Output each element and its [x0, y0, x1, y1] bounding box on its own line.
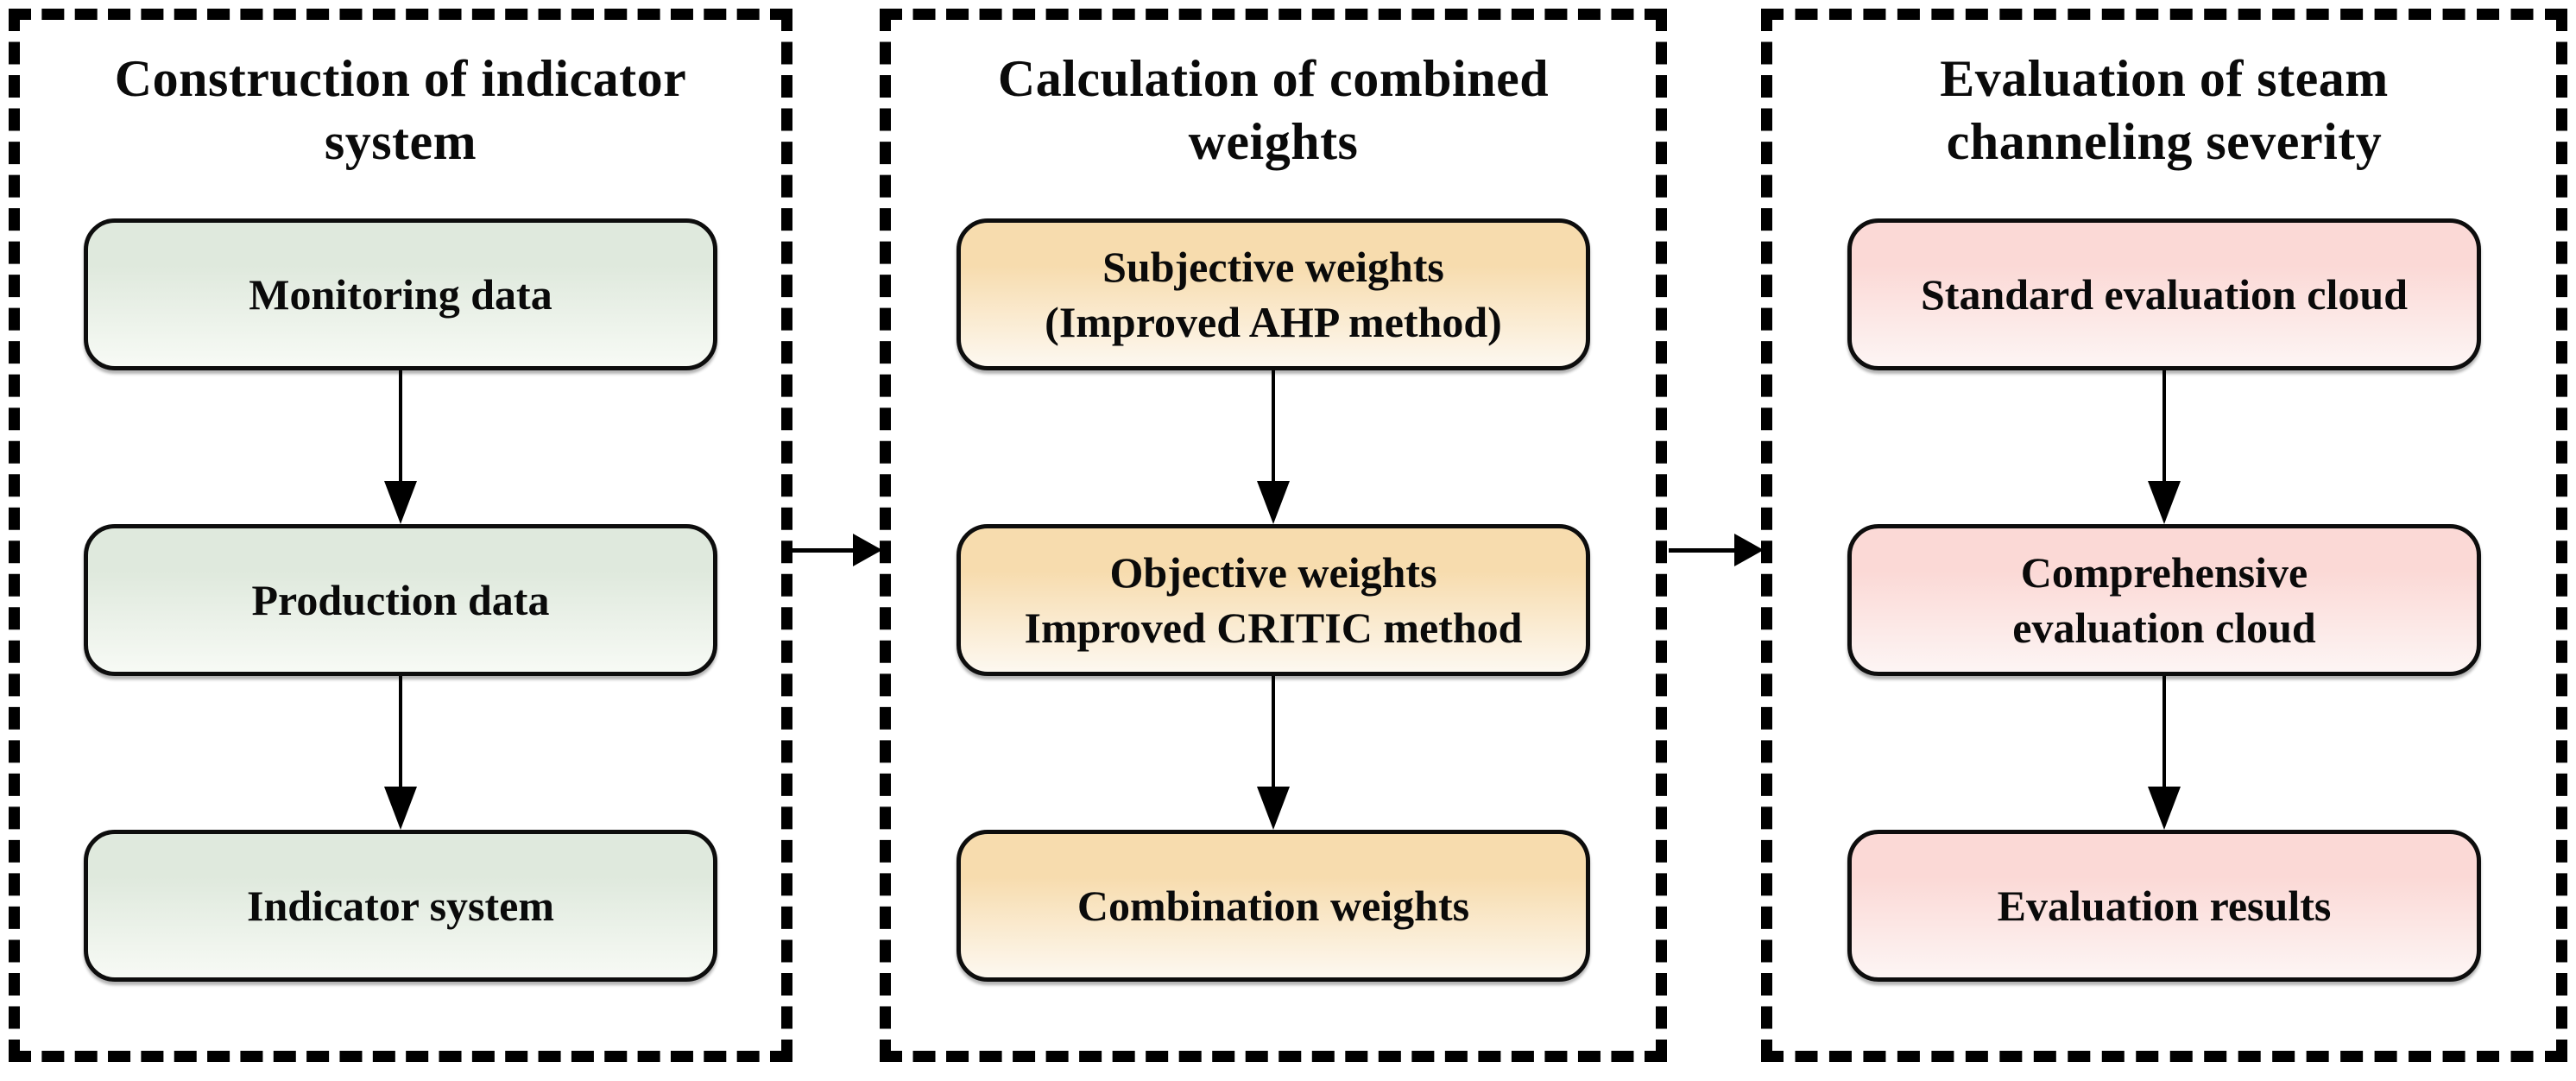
arrow-head-icon — [853, 534, 882, 566]
panel-title: Evaluation of steam channeling severity — [1781, 47, 2548, 174]
flow-node-combination-weights: Combination weights — [957, 830, 1590, 983]
flow-node-label: Combination weights — [1076, 882, 1470, 931]
flow-node-label: evaluation cloud — [2012, 604, 2316, 653]
arrow-head-icon — [2148, 787, 2181, 831]
arrow-shaft — [2162, 676, 2166, 791]
arrow-head-icon — [1257, 481, 1290, 525]
down-arrow — [382, 676, 420, 831]
panel-title-line: channeling severity — [1946, 113, 2383, 171]
down-arrow — [2145, 370, 2183, 525]
arrow-shaft — [791, 548, 856, 553]
arrow-head-icon — [384, 481, 417, 525]
panel-title-line: system — [324, 113, 477, 171]
down-arrow — [1254, 370, 1292, 525]
flow-node-label: Production data — [251, 576, 550, 625]
flow-column: Subjective weights (Improved AHP method)… — [891, 218, 1656, 983]
flow-node-label: (Improved AHP method) — [1045, 298, 1502, 347]
down-arrow — [1254, 676, 1292, 831]
panel-title-line: Evaluation of steam — [1940, 50, 2389, 107]
arrow-shaft — [1272, 370, 1275, 485]
flow-node-label: Indicator system — [246, 882, 554, 931]
flow-node-standard-evaluation-cloud: Standard evaluation cloud — [1847, 218, 2481, 371]
arrow-shaft — [1272, 676, 1275, 791]
flow-node-label: Improved CRITIC method — [1024, 604, 1523, 653]
panel-title: Calculation of combined weights — [900, 47, 1647, 174]
flow-node-subjective-weights: Subjective weights (Improved AHP method) — [957, 218, 1590, 371]
arrow-shaft — [399, 370, 402, 485]
arrow-head-icon — [1257, 787, 1290, 831]
panel-title-line: weights — [1188, 113, 1359, 171]
flow-node-comprehensive-evaluation-cloud: Comprehensive evaluation cloud — [1847, 524, 2481, 677]
panel-title: Construction of indicator system — [28, 47, 773, 174]
panel-connector-arrow-1 — [791, 529, 882, 571]
arrow-head-icon — [1734, 534, 1764, 566]
arrow-head-icon — [2148, 481, 2181, 525]
flow-node-indicator-system: Indicator system — [84, 830, 717, 983]
down-arrow — [2145, 676, 2183, 831]
flow-node-label: Objective weights — [1109, 548, 1437, 597]
flow-node-production-data: Production data — [84, 524, 717, 677]
flow-node-label: Monitoring data — [249, 270, 552, 319]
flow-node-label: Standard evaluation cloud — [1920, 270, 2408, 319]
panel-evaluation-of-steam-channeling-severity: Evaluation of steam channeling severity … — [1761, 9, 2567, 1062]
panel-title-line: Calculation of combined — [997, 50, 1550, 107]
flow-node-monitoring-data: Monitoring data — [84, 218, 717, 371]
flow-node-objective-weights: Objective weights Improved CRITIC method — [957, 524, 1590, 677]
panel-title-line: Construction of indicator — [114, 50, 687, 107]
panel-calculation-of-combined-weights: Calculation of combined weights Subjecti… — [880, 9, 1667, 1062]
flow-node-label: Evaluation results — [1997, 882, 2332, 931]
flow-node-label: Subjective weights — [1102, 243, 1444, 292]
panel-construction-of-indicator-system: Construction of indicator system Monitor… — [9, 9, 792, 1062]
down-arrow — [382, 370, 420, 525]
arrow-shaft — [2162, 370, 2166, 485]
arrow-shaft — [399, 676, 402, 791]
flow-column: Standard evaluation cloud Comprehensive … — [1772, 218, 2556, 983]
flow-column: Monitoring data Production data Indicato… — [20, 218, 781, 983]
panel-connector-arrow-2 — [1669, 529, 1764, 571]
flow-node-evaluation-results: Evaluation results — [1847, 830, 2481, 983]
arrow-head-icon — [384, 787, 417, 831]
flow-node-label: Comprehensive — [2020, 548, 2308, 597]
arrow-shaft — [1669, 548, 1738, 553]
